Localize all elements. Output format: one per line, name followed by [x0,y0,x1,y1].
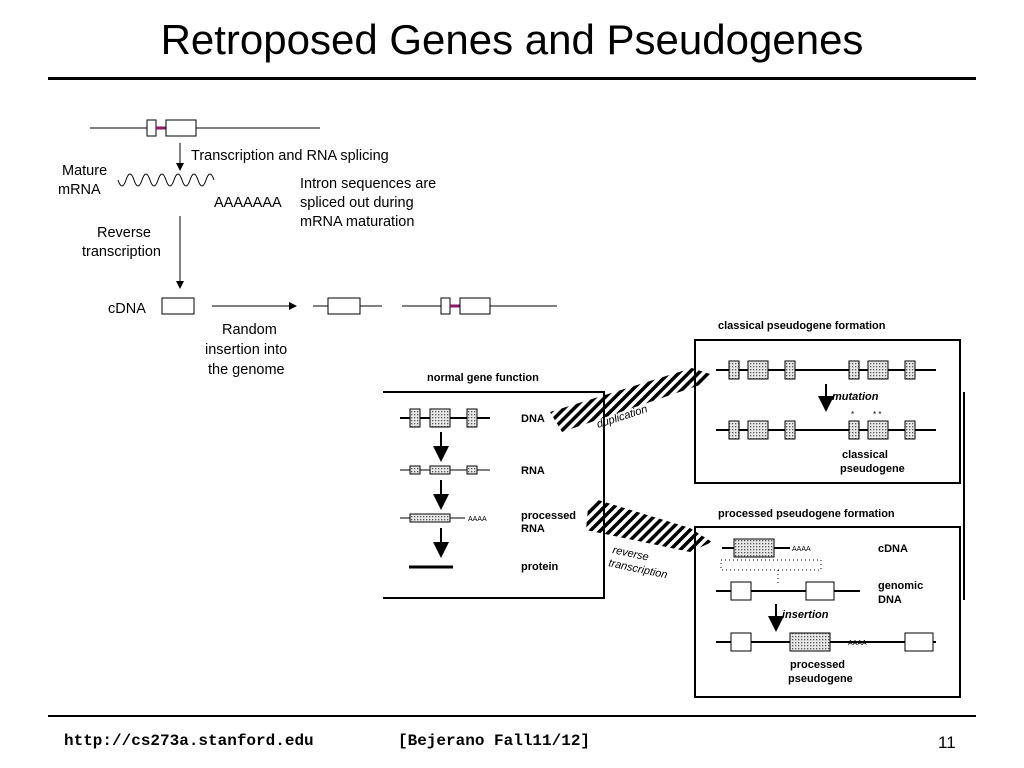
left-diagram: Transcription and RNA splicing Mature mR… [58,119,557,378]
mutation-mark-2: * * [873,410,881,419]
mrna-wave [117,173,215,187]
parent-exon-2 [459,297,491,315]
classical-panel: classical pseudogene formation mutation … [694,320,961,484]
dna-exon-3 [466,408,478,428]
classical-result-2: pseudogene [840,463,905,475]
dna-label: DNA [521,413,545,425]
cdna-label-2: cDNA [878,543,908,555]
classical-panel-title: classical pseudogene formation [718,320,886,332]
intron-note-3: mRNA maturation [300,214,414,230]
processed-rna-exons [409,513,451,523]
rna-exon-3 [466,465,478,475]
cdna-exons [733,538,775,558]
mrna-label: mRNA [58,182,101,198]
intron-note-1: Intron sequences are [300,176,436,192]
cdna-polya: AAAA [792,546,811,553]
footer-url: http://cs273a.stanford.edu [64,732,314,750]
duplication-arrow-body [550,368,710,432]
random-label-3: the genome [208,362,285,378]
genomic-box-2 [805,581,835,601]
reverse-label: Reverse [97,225,151,241]
rna-exon-2 [429,465,451,475]
genomic-label: genomic [878,580,923,592]
duplication-arrow: duplication [550,368,710,432]
cdna-dotted-frame [720,559,822,571]
exon-1 [146,119,157,137]
pg-polya: AAAA [848,640,867,647]
processed-panel-title: processed pseudogene formation [718,508,895,520]
cdna-box [161,297,195,315]
parent-exon-1 [440,297,451,315]
c1-exon-5 [867,360,889,380]
slide-title: Retroposed Genes and Pseudogenes [160,16,864,63]
transcription-label: Transcription and RNA splicing [191,148,389,164]
processed-polya: AAAA [468,516,487,523]
pg-inserted-exons [789,632,831,652]
processed-panel: processed pseudogene formation AAAA cDNA… [694,508,961,698]
rna-label: RNA [521,465,545,477]
c1-exon-6 [904,360,916,380]
c1-exon-2 [747,360,769,380]
c1-exon-4 [848,360,860,380]
c2-exon-1 [728,420,740,440]
genomic-label-2: DNA [878,594,902,606]
title-divider [48,77,976,80]
cdna-label: cDNA [108,301,146,317]
protein-label: protein [521,561,559,573]
c1-exon-3 [784,360,796,380]
processed-panel-border [694,526,961,698]
random-label-1: Random [222,322,277,338]
inserted-cdna [327,297,361,315]
c2-exon-2 [747,420,769,440]
rna-exon-1 [409,465,421,475]
mutation-mark-1: * [851,410,854,419]
normal-panel-border [383,391,605,599]
pg-box-1 [730,632,752,652]
insertion-label: insertion [782,609,829,621]
reverse-arrow-body [586,500,712,552]
footer-divider [48,715,976,717]
normal-gene-panel: normal gene function DNA RNA AAAA proces… [383,372,605,599]
mature-label: Mature [62,163,107,179]
genomic-box-1 [730,581,752,601]
transcription-label-2: transcription [82,244,161,260]
c2-exon-5 [867,420,889,440]
pg-box-2 [904,632,934,652]
polya-tail: AAAAAAA [214,195,282,211]
footer-reference: [Bejerano Fall11/12] [398,732,591,750]
dna-exon-2 [429,408,451,428]
c2-exon-3 [784,420,796,440]
c2-exon-6 [904,420,916,440]
processed-result-1: processed [790,659,845,671]
processed-result-2: pseudogene [788,673,853,685]
exon-2 [165,119,197,137]
classical-panel-border [694,339,961,484]
processed-label-2: RNA [521,523,545,535]
mutation-label: mutation [832,391,879,403]
normal-panel-title: normal gene function [427,372,539,384]
random-label-2: insertion into [205,342,287,358]
dna-exon-1 [409,408,421,428]
c1-exon-1 [728,360,740,380]
classical-result-1: classical [842,449,888,461]
intron-note-2: spliced out during [300,195,414,211]
page-number: 11 [938,733,956,752]
processed-label: processed [521,510,576,522]
c2-exon-4 [848,420,860,440]
